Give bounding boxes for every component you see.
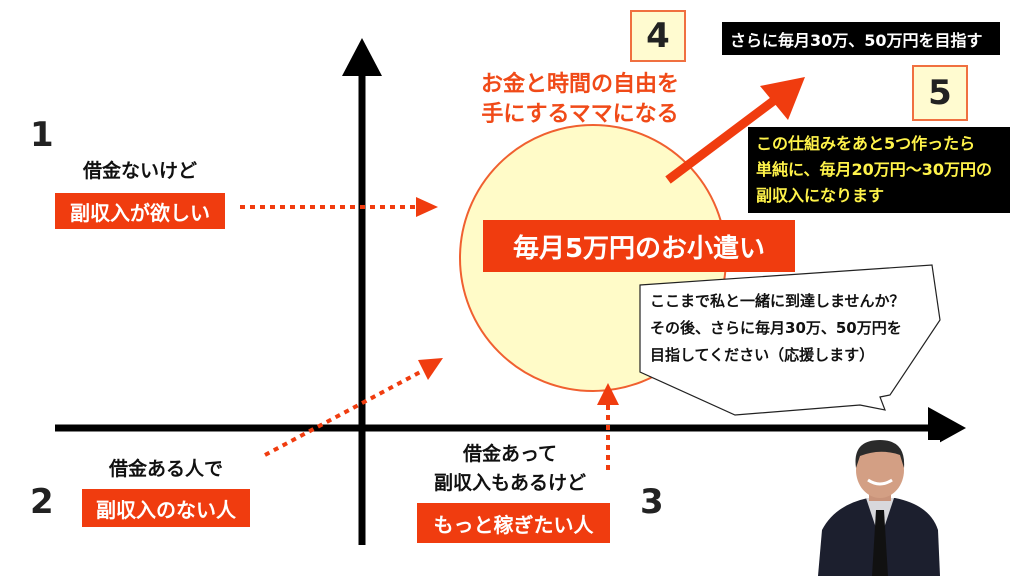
growth-arrow <box>665 92 783 184</box>
q3-line2: 副収入もあるけど <box>433 472 586 494</box>
dotted-arrow-q1-head <box>416 197 438 217</box>
presenter-photo <box>815 440 940 576</box>
info-line: 副収入になります <box>756 186 885 205</box>
q2-text: 借金ある人で <box>108 458 223 480</box>
y-axis-arrowhead <box>342 38 382 76</box>
quadrant-number-2: 2 <box>30 482 54 522</box>
bubble-line: 目指してください（応援します） <box>650 346 875 364</box>
quadrant-number-5: 5 <box>912 65 968 121</box>
bubble-line: ここまで私と一緒に到達しませんか？ <box>650 292 905 310</box>
x-axis-arrowhead <box>928 407 966 449</box>
info-line: 単純に、毎月20万円～30万円の <box>756 160 993 179</box>
quadrant-number-3: 3 <box>640 482 664 522</box>
q4-heading: お金と時間の自由を 手にするママになる <box>455 70 705 130</box>
info-box: この仕組みをあと5つ作ったら 単純に、毎月20万円～30万円の 副収入になります <box>748 127 1010 213</box>
q4-line2: 手にするママになる <box>481 102 679 127</box>
quadrant-number-4: 4 <box>630 10 686 62</box>
goal-label: 毎月5万円のお小遣い <box>483 220 795 272</box>
q3-text: 借金あって 副収入もあるけど <box>410 440 610 498</box>
dotted-arrow-q2 <box>264 368 425 457</box>
info-line: この仕組みをあと5つ作ったら <box>756 134 976 153</box>
bubble-line: その後、さらに毎月30万、50万円を <box>650 319 902 337</box>
q1-text: 借金ないけど <box>82 160 197 182</box>
q4-line1: お金と時間の自由を <box>480 72 679 97</box>
q1-label: 副収入が欲しい <box>55 193 225 229</box>
dotted-arrow-q2-head <box>418 358 443 380</box>
q3-label: もっと稼ぎたい人 <box>417 503 610 543</box>
q2-label: 副収入のない人 <box>82 489 250 527</box>
dotted-arrow-q3-head <box>597 383 619 405</box>
growth-arrow-head <box>760 77 805 120</box>
speech-bubble-shape <box>639 264 941 416</box>
q3-line1: 借金あって <box>462 443 558 465</box>
speech-bubble-text: ここまで私と一緒に到達しませんか？ その後、さらに毎月30万、50万円を 目指し… <box>650 288 905 369</box>
quadrant-number-1: 1 <box>30 115 54 155</box>
top-banner: さらに毎月30万、50万円を目指す <box>722 22 1000 55</box>
